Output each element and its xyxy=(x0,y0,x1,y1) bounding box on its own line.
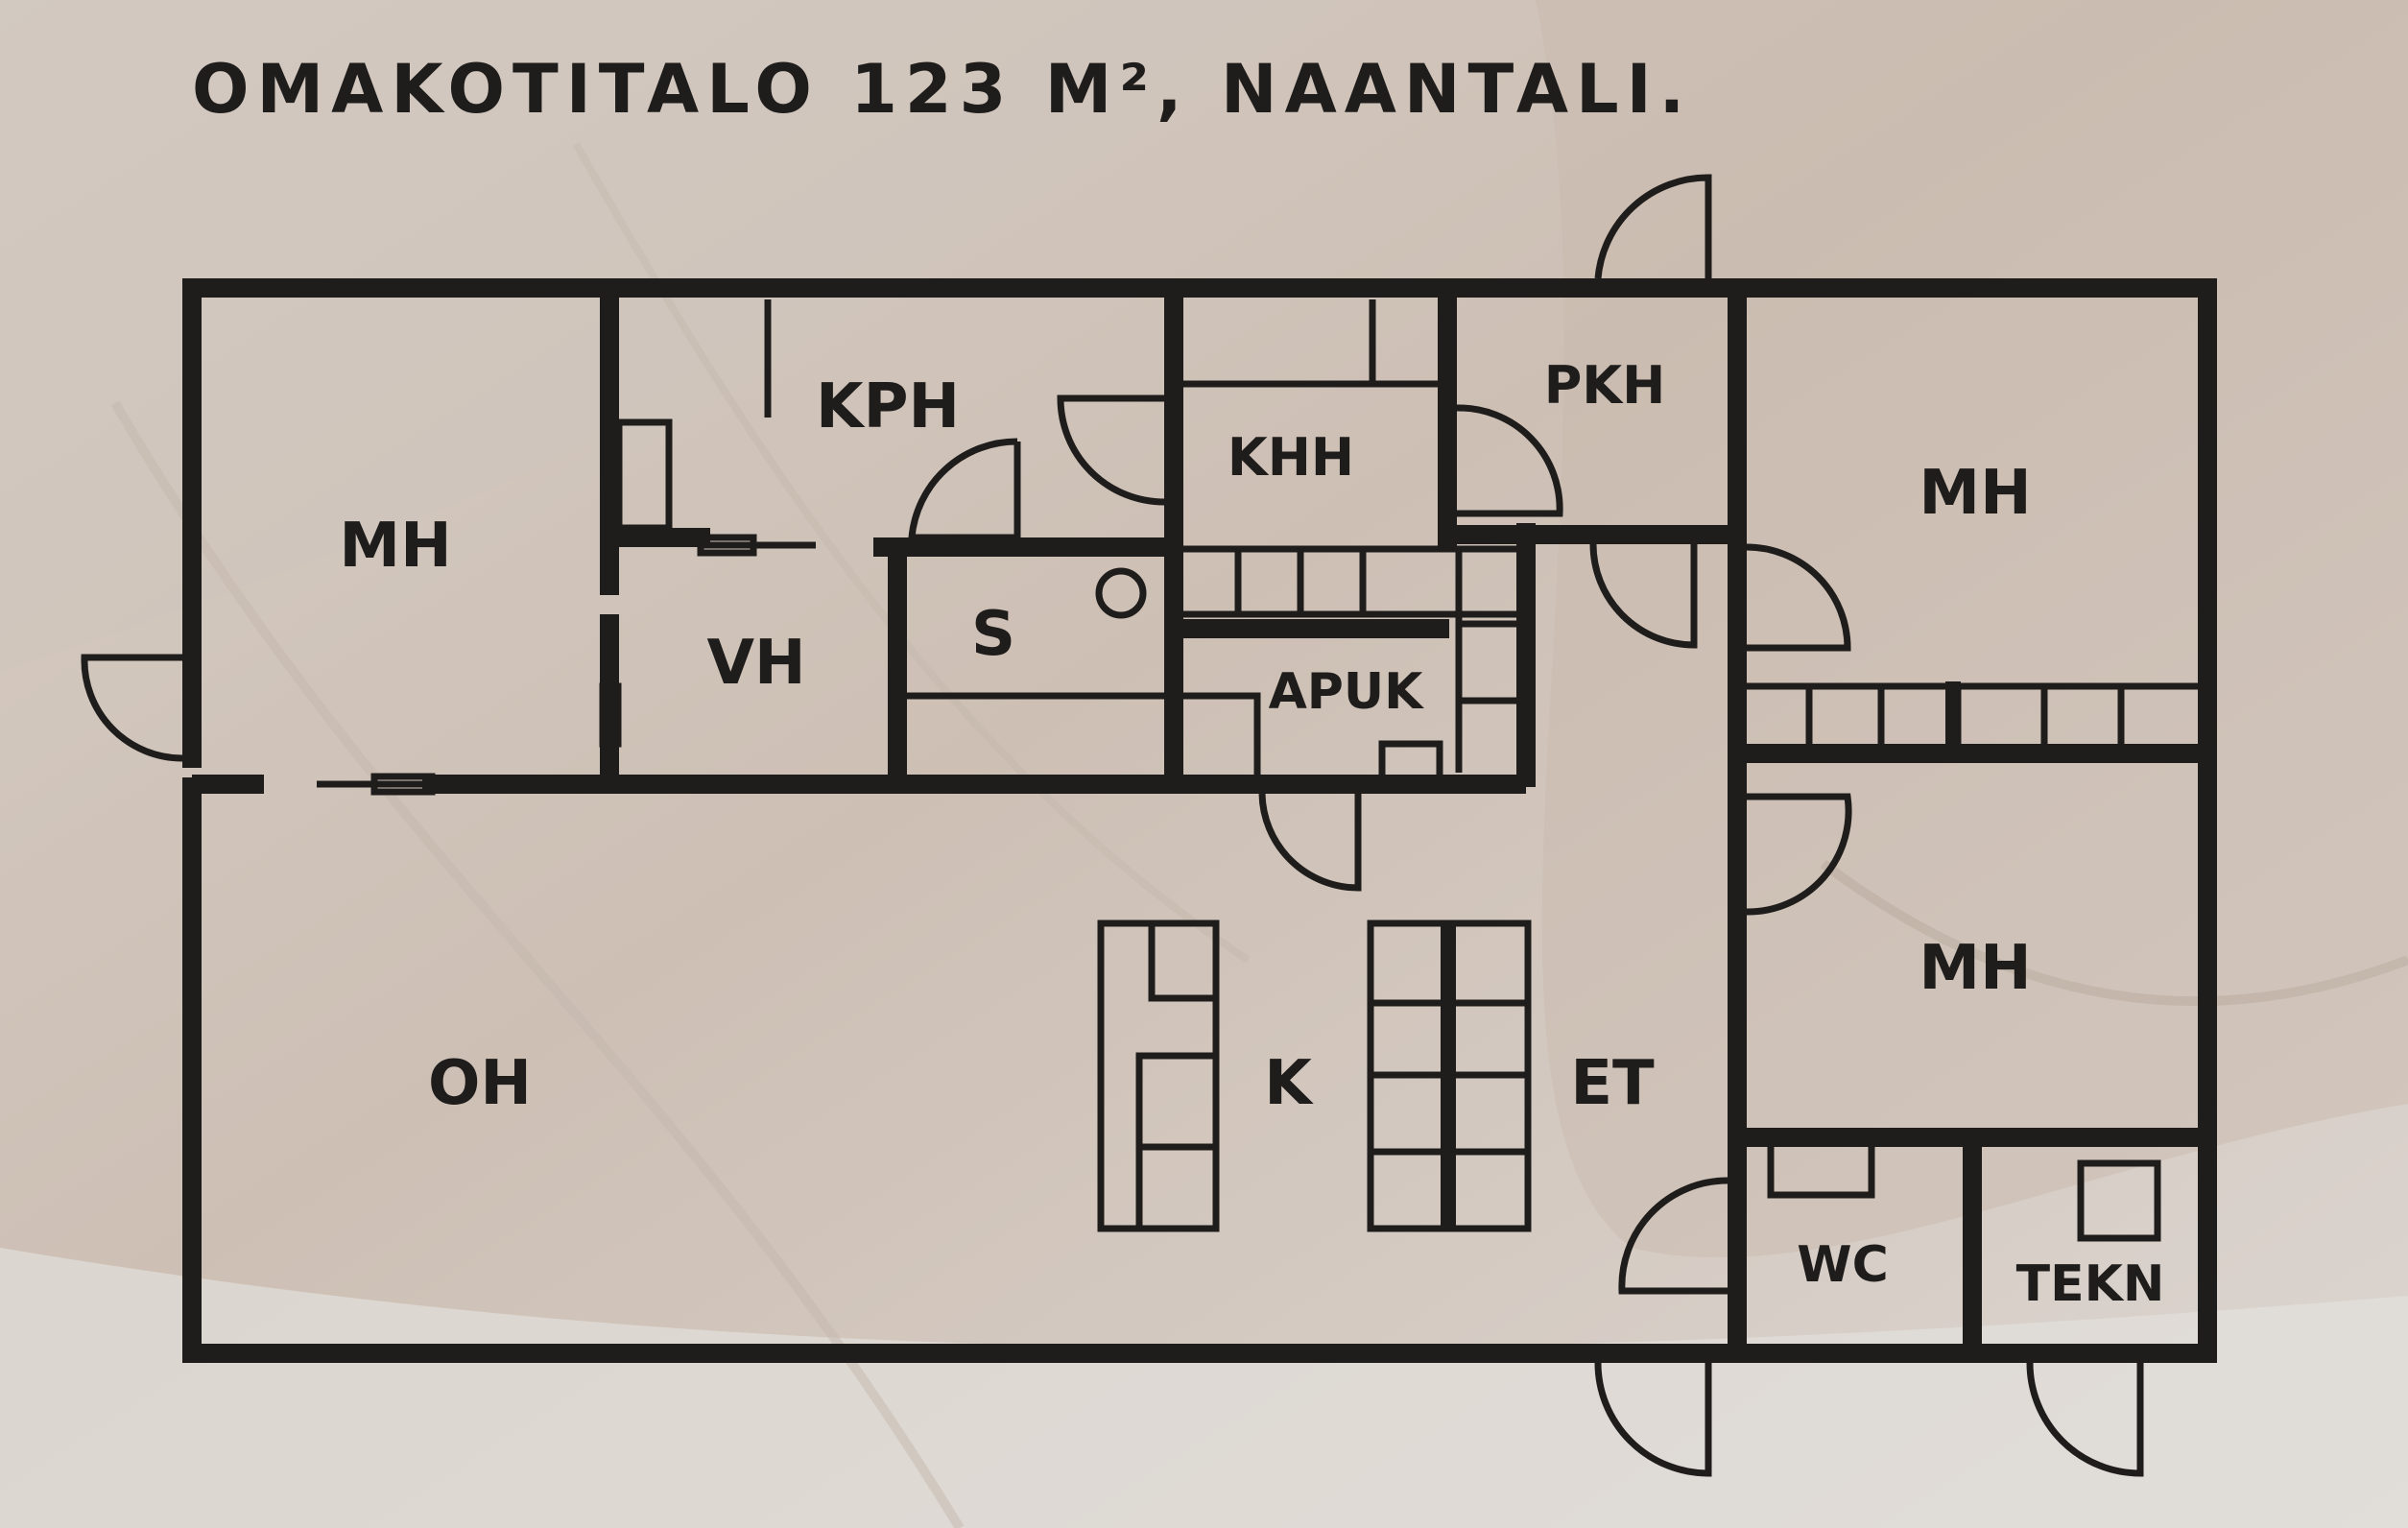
page-title: OMAKOTITALO 123 M², NAANTALI. xyxy=(192,50,1693,129)
room-label-oh: OH xyxy=(428,1048,532,1119)
room-label-et: ET xyxy=(1570,1048,1655,1119)
room-label-wc: WC xyxy=(1797,1236,1889,1294)
room-label-mh-northeast: MH xyxy=(1919,458,2031,529)
room-label-s: S xyxy=(971,599,1015,670)
room-label-k: K xyxy=(1264,1048,1314,1119)
thin-lines xyxy=(317,299,2198,1242)
room-label-apuk: APUK xyxy=(1269,663,1425,721)
room-labels: MH KPH KHH PKH MH VH S APUK OH K ET MH W… xyxy=(339,355,2164,1313)
room-label-pkh: PKH xyxy=(1544,355,1666,416)
door-swings xyxy=(81,174,2144,1477)
island-divider xyxy=(1441,923,1456,1229)
walls xyxy=(182,278,2217,1363)
wardrobe-divider xyxy=(1945,681,1961,753)
room-label-tekn: TEKN xyxy=(2016,1255,2165,1313)
room-label-kph: KPH xyxy=(816,371,960,442)
room-label-khh: KHH xyxy=(1228,427,1354,488)
room-label-mh-east: MH xyxy=(1919,933,2031,1004)
room-label-vh: VH xyxy=(706,628,805,699)
room-label-mh-west: MH xyxy=(339,511,451,582)
